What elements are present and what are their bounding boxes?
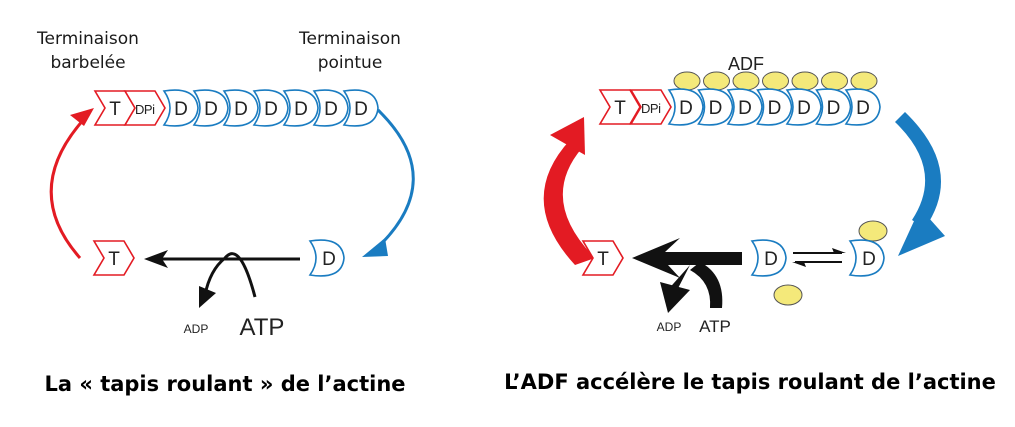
adp-arrowhead [660, 282, 690, 313]
svg-text:D: D [322, 249, 336, 270]
adf-protein-free [773, 284, 803, 306]
svg-text:DPi: DPi [641, 101, 661, 116]
unbinding-arrowhead [792, 262, 806, 267]
free-atp-subunit: T [582, 240, 624, 276]
pointed-end-label-line2: pointue [318, 53, 383, 73]
svg-text:D: D [827, 98, 841, 119]
barbed-end-label-line1: Terminaison [36, 29, 139, 49]
adf-label: ADF [728, 54, 764, 74]
subunit-adp: D [756, 88, 793, 126]
svg-text:D: D [294, 99, 308, 120]
svg-text:D: D [234, 99, 248, 120]
atp-label: ATP [699, 317, 731, 336]
svg-text:D: D [264, 99, 278, 120]
atp-arc [690, 262, 723, 308]
adf-protein [791, 71, 819, 91]
nucleotide-exchange-arrow [632, 238, 742, 278]
blue-thick-curved-arrow [895, 112, 941, 228]
svg-text:DPi: DPi [135, 102, 155, 117]
svg-text:T: T [614, 98, 626, 119]
atp-label: ATP [240, 314, 285, 341]
adf-protein [703, 71, 730, 91]
adf-bound-adp-subunit: D [849, 239, 885, 277]
svg-text:T: T [597, 249, 609, 270]
subunit-adp: D [283, 89, 319, 127]
barbed-end-label-line2: barbelée [50, 53, 125, 73]
svg-text:T: T [109, 99, 121, 120]
subunit-adp: D [313, 89, 349, 127]
adf-protein [850, 71, 878, 91]
free-atp-subunit: T [93, 240, 135, 276]
svg-text:D: D [204, 99, 218, 120]
left-panel: Terminaison barbelée Terminaison pointue… [36, 29, 415, 396]
adp-label: ADP [184, 322, 209, 336]
subunit-atp: T [94, 90, 136, 126]
adf-protein [673, 71, 701, 91]
subunit-adp: D [727, 88, 763, 126]
svg-text:D: D [354, 99, 368, 120]
subunit-adp: D [253, 89, 289, 127]
blue-arrowhead [898, 208, 945, 256]
svg-text:D: D [709, 98, 723, 119]
pointed-end-label-line1: Terminaison [298, 29, 401, 49]
adf-protein [732, 71, 760, 91]
subunit-adp: D [668, 88, 704, 126]
svg-text:D: D [856, 98, 870, 119]
red-arrowhead [70, 108, 94, 126]
subunit-adp: D [845, 88, 881, 126]
subunit-adp: D [223, 89, 259, 127]
red-arrowhead [550, 117, 585, 155]
subunit-adp: D [163, 89, 199, 127]
svg-text:D: D [768, 98, 782, 119]
left-caption: La « tapis roulant » de l’actine [44, 372, 405, 396]
subunit-adp: D [786, 88, 822, 126]
adp-label: ADP [657, 320, 682, 334]
adp-arrowhead [199, 286, 216, 308]
svg-text:T: T [108, 249, 120, 270]
svg-text:D: D [174, 99, 188, 120]
atp-adp-arc [203, 252, 257, 298]
red-curved-arrow [49, 116, 87, 259]
blue-arrowhead [362, 238, 388, 257]
subunit-atp: T [599, 89, 641, 125]
binding-arrowhead [832, 248, 846, 253]
free-adp-subunit: D [751, 239, 787, 277]
subunit-adp-pi: DPi [124, 90, 166, 126]
subunit-adp: D [815, 88, 852, 126]
adf-proteins [673, 71, 878, 91]
svg-text:D: D [862, 249, 876, 270]
adf-protein [762, 71, 789, 91]
svg-text:D: D [764, 249, 778, 270]
free-adp-subunit: D [309, 239, 345, 277]
right-caption: L’ADF accélère le tapis roulant de l’act… [504, 370, 996, 394]
exchange-arrowhead [144, 250, 168, 268]
svg-text:D: D [679, 98, 693, 119]
red-thick-curved-arrow [543, 140, 595, 265]
adf-protein [821, 71, 848, 91]
blue-curved-arrow [373, 108, 415, 252]
svg-text:D: D [797, 98, 811, 119]
subunit-adp: D [343, 89, 379, 127]
subunit-adp: D [697, 88, 734, 126]
adf-protein-bound [858, 220, 888, 242]
svg-text:D: D [738, 98, 752, 119]
subunit-adp: D [193, 89, 229, 127]
subunit-adp-pi: DPi [630, 89, 672, 125]
svg-text:D: D [324, 99, 338, 120]
